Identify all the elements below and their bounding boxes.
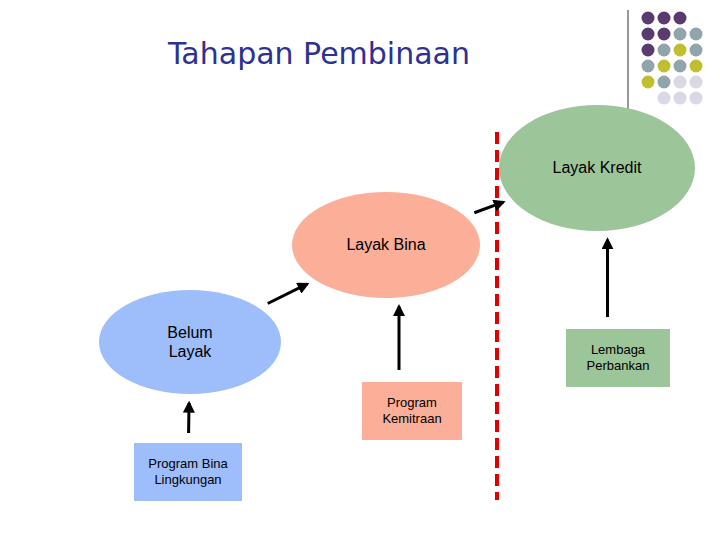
grid-dot: [674, 28, 687, 41]
grid-dot: [642, 44, 655, 57]
grid-dot: [674, 92, 687, 105]
grid-dot: [674, 76, 687, 89]
node-label: Layak Kredit: [553, 158, 642, 177]
node-label: Layak Bina: [346, 235, 425, 254]
node-label: Program Bina Lingkungan: [140, 456, 236, 487]
program-box: Program Kemitraan: [362, 382, 462, 440]
dot-grid: [642, 12, 703, 105]
flow-arrow: [398, 306, 401, 370]
grid-dot: [674, 60, 687, 73]
grid-dot: [658, 28, 671, 41]
ellipse-fill: [292, 192, 480, 298]
grid-dot: [674, 44, 687, 57]
grid-dot: [690, 28, 703, 41]
ellipse-fill: [499, 105, 695, 231]
grid-dot: [658, 44, 671, 57]
node-label: Belum Layak: [150, 323, 230, 361]
node-label: Program Kemitraan: [372, 395, 452, 426]
program-box: Lembaga Perbankan: [566, 329, 670, 387]
grid-dot: [690, 76, 703, 89]
divider-line: [495, 132, 499, 500]
grid-dot: [658, 60, 671, 73]
stage-ellipse: Belum Layak: [99, 290, 281, 394]
grid-dot: [658, 76, 671, 89]
diagram-title: Tahapan Pembinaan: [168, 36, 470, 71]
stage-ellipse: Layak Bina: [292, 192, 480, 298]
grid-dot: [690, 44, 703, 57]
grid-dot: [658, 12, 671, 25]
grid-dot: [642, 76, 655, 89]
grid-dot: [690, 92, 703, 105]
flow-arrow: [606, 240, 609, 317]
flow-arrow: [268, 284, 308, 304]
grid-dot: [642, 12, 655, 25]
program-box: Program Bina Lingkungan: [134, 443, 242, 501]
ellipse-shape: [99, 290, 281, 394]
node-label: Lembaga Perbankan: [573, 342, 663, 373]
grid-dot: [674, 12, 687, 25]
grid-dot: [642, 60, 655, 73]
grid-dot: [658, 92, 671, 105]
flow-arrow: [474, 202, 503, 213]
ellipse-fill: [99, 290, 281, 394]
flow-arrow: [187, 403, 190, 433]
grid-dot: [642, 28, 655, 41]
stage-ellipse: Layak Kredit: [499, 105, 695, 231]
grid-dot: [690, 60, 703, 73]
